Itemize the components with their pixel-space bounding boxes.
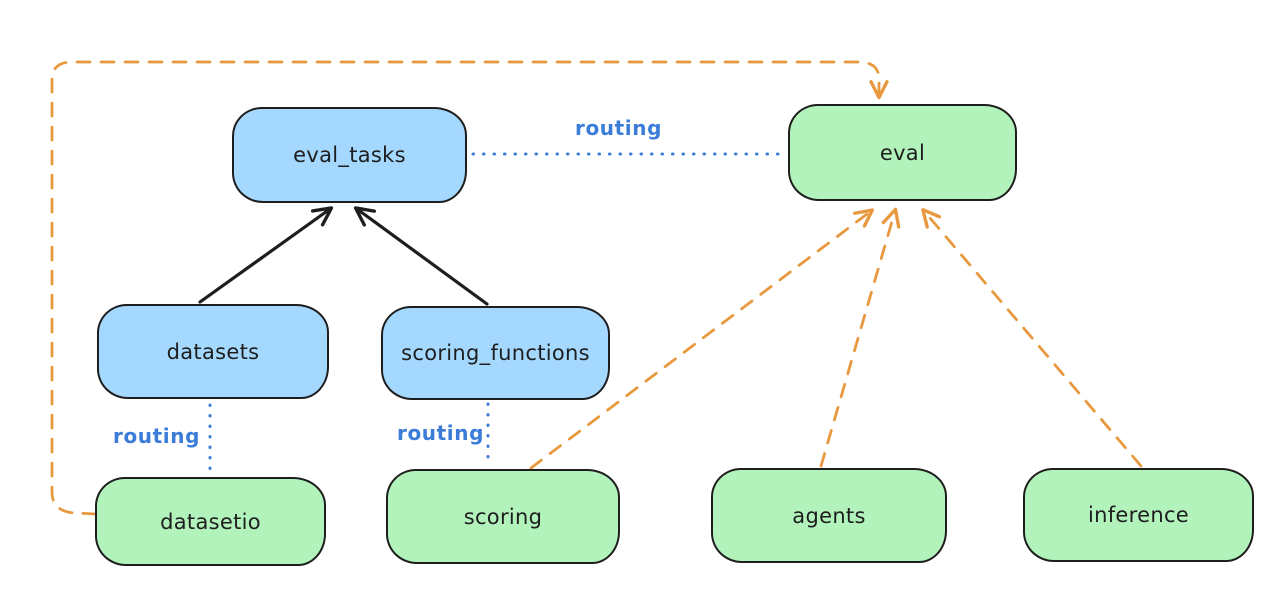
node-scoring: scoring bbox=[386, 469, 620, 564]
edge-scoring-functions-to-eval-tasks bbox=[353, 206, 489, 306]
node-datasets-label: datasets bbox=[166, 339, 260, 364]
node-datasetio-label: datasetio bbox=[160, 509, 261, 534]
node-eval-tasks-label: eval_tasks bbox=[293, 143, 406, 167]
node-datasets: datasets bbox=[97, 304, 329, 399]
node-datasetio: datasetio bbox=[95, 477, 326, 566]
node-scoring-functions-label: scoring_functions bbox=[401, 341, 590, 365]
edge-agents-to-eval bbox=[819, 207, 901, 468]
edge-datasetio-to-eval bbox=[50, 60, 889, 516]
edge-datasets-to-eval-tasks bbox=[198, 206, 334, 304]
node-eval-label: eval bbox=[879, 140, 926, 165]
node-inference-label: inference bbox=[1087, 503, 1190, 527]
edge-inference-to-eval bbox=[921, 208, 1143, 468]
node-scoring-functions: scoring_functions bbox=[381, 306, 610, 400]
node-agents-label: agents bbox=[792, 503, 866, 528]
routing-label-scoring-functions-scoring: routing bbox=[397, 421, 485, 445]
node-eval: eval bbox=[788, 104, 1017, 201]
routing-label-datasets-datasetio: routing bbox=[113, 424, 201, 448]
node-inference: inference bbox=[1023, 468, 1254, 562]
node-agents: agents bbox=[711, 468, 947, 563]
edge-scoring-to-eval bbox=[529, 208, 875, 470]
node-eval-tasks: eval_tasks bbox=[232, 107, 467, 203]
routing-label-eval-tasks-eval: routing bbox=[575, 116, 663, 140]
node-scoring-label: scoring bbox=[463, 504, 543, 529]
